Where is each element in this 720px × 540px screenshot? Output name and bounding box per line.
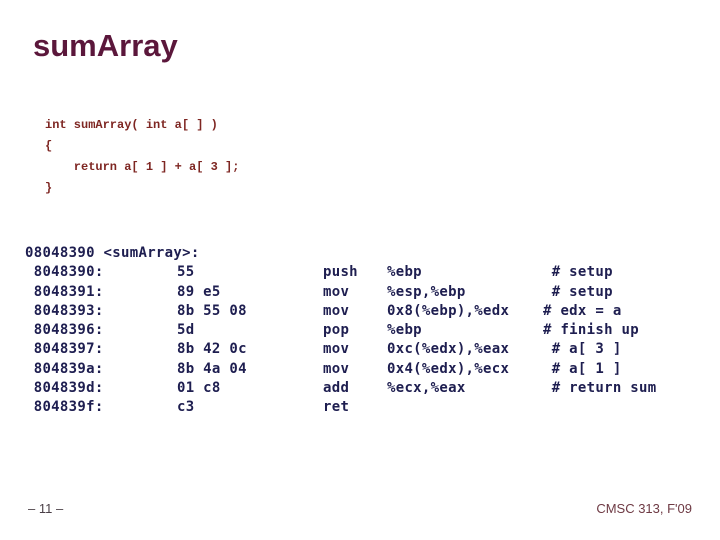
asm-address: 804839d: (25, 380, 104, 397)
asm-bytes: 8b 42 0c (177, 341, 247, 358)
asm-mnemonic: mov (323, 341, 350, 358)
asm-comment: # edx = a (543, 302, 622, 319)
asm-listing: 08048390 <sumArray>: 8048390: 55 push %e… (25, 244, 710, 418)
asm-bytes: 55 (177, 264, 195, 281)
asm-comment: # a[ 1 ] (543, 360, 622, 377)
asm-mnemonic: mov (323, 360, 350, 377)
asm-operands: %esp,%ebp (387, 283, 466, 300)
asm-bytes: 8b 4a 04 (177, 360, 247, 377)
asm-mnemonic: push (323, 264, 358, 281)
asm-row: 8048393: 8b 55 08 mov 0x8(%ebp),%edx # e… (25, 302, 710, 321)
asm-address: 8048393: (25, 302, 104, 319)
asm-mnemonic: mov (323, 302, 350, 319)
asm-address: 804839a: (25, 360, 104, 377)
page-title: sumArray (33, 28, 178, 63)
asm-bytes: c3 (177, 399, 195, 416)
asm-operands: 0x4(%edx),%ecx (387, 360, 510, 377)
c-code-line: return a[ 1 ] + a[ 3 ]; (45, 160, 240, 174)
c-code-line: } (45, 181, 53, 195)
asm-mnemonic: ret (323, 399, 350, 416)
asm-address: 8048391: (25, 283, 104, 300)
asm-bytes: 01 c8 (177, 380, 221, 397)
c-code-block: int sumArray( int a[ ] ) { return a[ 1 ]… (45, 115, 239, 199)
asm-operands: %ebp (387, 322, 422, 339)
asm-bytes: 8b 55 08 (177, 302, 247, 319)
asm-comment: # a[ 3 ] (543, 341, 622, 358)
asm-operands: 0x8(%ebp),%edx (387, 302, 510, 319)
asm-row: 8048397: 8b 42 0c mov 0xc(%edx),%eax # a… (25, 340, 710, 359)
page-number: – 11 – (28, 501, 64, 516)
asm-address: 8048397: (25, 341, 104, 358)
asm-operands: %ebp (387, 264, 422, 281)
asm-operands: 0xc(%edx),%eax (387, 341, 510, 358)
asm-row: 804839f: c3 ret (25, 398, 710, 417)
asm-comment: # setup (543, 264, 613, 281)
asm-comment (543, 398, 710, 417)
asm-bytes: 5d (177, 322, 195, 339)
asm-bytes: 89 e5 (177, 283, 221, 300)
course-label: CMSC 313, F'09 (596, 501, 692, 516)
asm-operands: %ecx,%eax (387, 380, 466, 397)
asm-row: 8048396: 5d pop %ebp # finish up (25, 321, 710, 340)
asm-mnemonic: pop (323, 322, 350, 339)
asm-address: 804839f: (25, 399, 104, 416)
asm-symbol-header: 08048390 <sumArray>: (25, 245, 200, 261)
asm-mnemonic: mov (323, 283, 350, 300)
asm-comment: # finish up (543, 322, 640, 339)
asm-row: 804839a: 8b 4a 04 mov 0x4(%edx),%ecx # a… (25, 360, 710, 379)
asm-comment: # return sum (543, 380, 657, 397)
asm-row: 8048391: 89 e5 mov %esp,%ebp # setup (25, 283, 710, 302)
asm-comment: # setup (543, 283, 613, 300)
asm-address: 8048390: (25, 264, 104, 281)
asm-row: 804839d: 01 c8 add %ecx,%eax # return su… (25, 379, 710, 398)
c-code-line: { (45, 139, 53, 153)
asm-row: 8048390: 55 push %ebp # setup (25, 263, 710, 282)
asm-mnemonic: add (323, 380, 350, 397)
c-code-line: int sumArray( int a[ ] ) (45, 118, 218, 132)
asm-address: 8048396: (25, 322, 104, 339)
slide-footer: – 11 – CMSC 313, F'09 (28, 501, 692, 516)
asm-operands (387, 398, 543, 417)
